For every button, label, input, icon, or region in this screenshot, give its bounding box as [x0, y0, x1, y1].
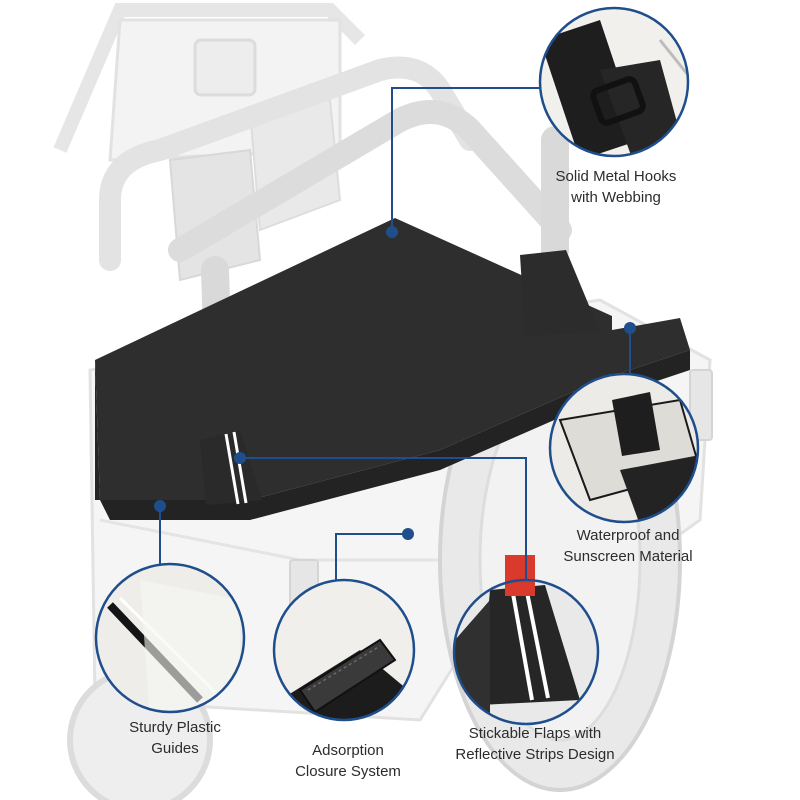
label-flaps-line1: Stickable Flaps with — [468, 725, 602, 742]
label-flaps: Stickable Flaps with Reflective Strips D… — [440, 723, 630, 765]
reflective-strip-a — [224, 433, 240, 505]
label-waterproof-line2: Sunscreen Material — [563, 548, 693, 565]
dot-waterproof — [624, 322, 636, 334]
detail-circle-plastic-guides — [94, 562, 246, 714]
label-waterproof: Waterproof and Sunscreen Material — [548, 525, 708, 567]
rear-flap — [520, 250, 600, 336]
reflective-strip-b — [232, 431, 248, 504]
flap-red-accent — [505, 580, 535, 596]
dot-adsorption — [402, 528, 414, 540]
label-adsorption: Adsorption Closure System — [268, 740, 428, 782]
flap-body — [480, 585, 580, 705]
flap-reflective-strip-a — [510, 587, 534, 701]
dot-plastic-guides — [154, 500, 166, 512]
label-plastic-guides-line2: Guides — [151, 740, 199, 757]
dot-metal-hooks — [386, 226, 398, 238]
velcro-texture — [307, 645, 381, 691]
roll-bar-rear — [168, 100, 572, 262]
metal-hook-icon — [590, 76, 646, 126]
callout-dots — [154, 226, 636, 540]
velcro-strip — [298, 638, 397, 714]
fabric-seam — [658, 39, 688, 91]
label-metal-hooks: Solid Metal Hooks with Webbing — [536, 166, 696, 208]
label-adsorption-line1: Adsorption — [312, 742, 384, 759]
flap-reflective-strip-b — [524, 586, 550, 699]
connector-flaps — [240, 457, 527, 580]
windshield-frame — [53, 2, 365, 153]
fabric-backing — [140, 580, 240, 712]
label-flaps-line2: Reflective Strips Design — [455, 746, 615, 763]
label-metal-hooks-line1: Solid Metal Hooks — [555, 168, 677, 185]
roll-bar-top — [99, 56, 481, 271]
label-plastic-guides-line1: Sturdy Plastic — [129, 719, 221, 736]
cover-edge — [95, 360, 100, 500]
tail-light-right — [689, 369, 713, 441]
connector-adsorption — [335, 533, 408, 582]
callout-connectors — [159, 87, 631, 582]
side-mirror — [193, 38, 257, 97]
connector-metal-hooks — [391, 87, 540, 232]
webbing-strap — [540, 20, 640, 156]
dot-flaps — [234, 452, 246, 464]
label-adsorption-line2: Closure System — [295, 763, 401, 780]
fabric-fold — [612, 392, 660, 456]
label-plastic-guides: Sturdy Plastic Guides — [95, 717, 255, 759]
detail-circle-flaps — [452, 578, 600, 726]
label-waterproof-line1: Waterproof and — [576, 527, 680, 544]
label-metal-hooks-line2: with Webbing — [571, 189, 661, 206]
